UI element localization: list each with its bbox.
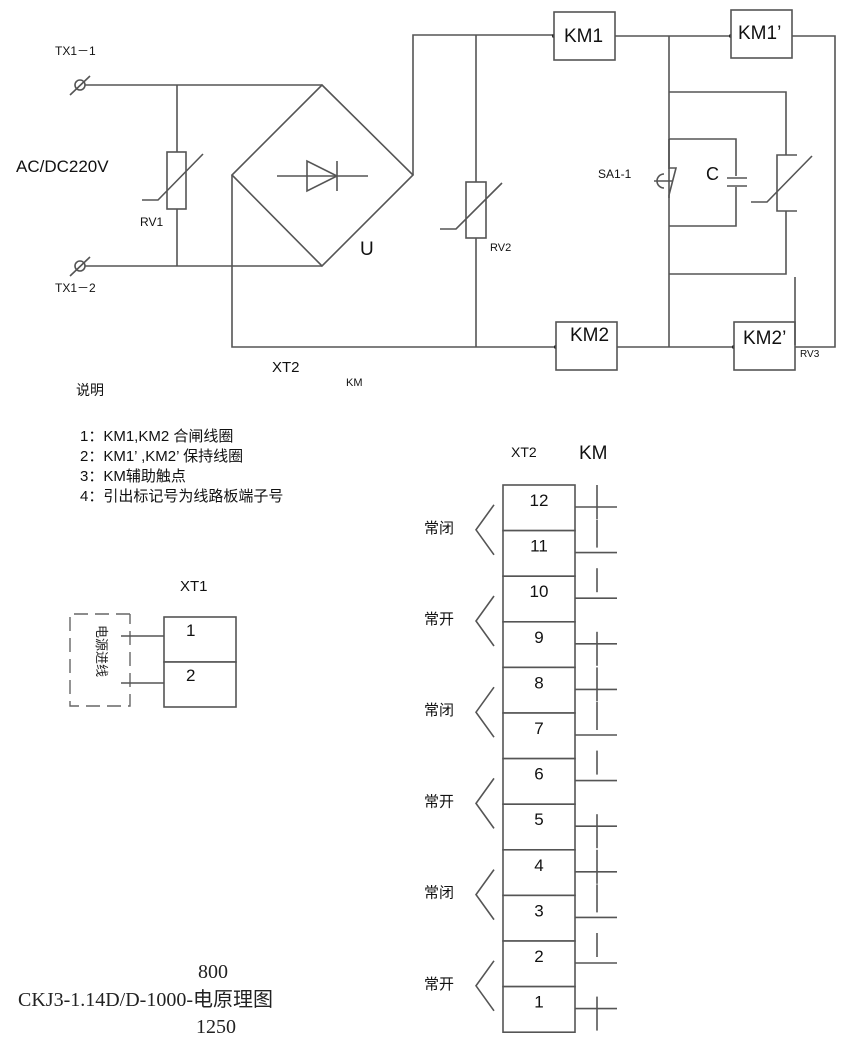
group-bracket xyxy=(475,504,495,556)
xt2-terminal xyxy=(502,985,576,1033)
xt2-terminal-label: 3 xyxy=(534,901,543,920)
label-capacitor: C xyxy=(706,164,719,184)
capacitor-c xyxy=(727,177,747,187)
coil-km2 xyxy=(555,321,618,371)
wire-dc-negative xyxy=(231,175,558,348)
label-rv1: RV1 xyxy=(140,215,163,229)
xt1-title: XT1 xyxy=(180,578,208,595)
note-item-4: 4：引出标记号为线路板端子号 xyxy=(80,487,283,505)
label-xt2-schematic: XT2 xyxy=(272,359,300,376)
contact-type-label: 常开 xyxy=(424,793,454,810)
xt2-terminal xyxy=(502,666,576,714)
label-rectifier-u: U xyxy=(360,239,374,260)
xt2-terminal-label: 1 xyxy=(534,993,543,1012)
xt2-terminal-label: 5 xyxy=(534,810,543,829)
power-input-dashed-box xyxy=(69,613,131,707)
contact-type-label: 常闭 xyxy=(424,885,454,902)
note-item-2: 2：KM1’ ,KM2’ 保持线圈 xyxy=(80,448,243,465)
xt2-terminal-label: 7 xyxy=(534,719,543,738)
xt1-terminal-1 xyxy=(163,616,237,663)
coil-km1 xyxy=(553,11,616,61)
switch-sa1-1 xyxy=(654,139,678,198)
wire-inner-loop-top xyxy=(669,138,737,176)
label-rv2: RV2 xyxy=(490,242,511,254)
contact-type-label: 常开 xyxy=(424,611,454,628)
group-bracket xyxy=(475,686,495,738)
varistor-parallel xyxy=(751,154,813,212)
contact-type-label: 常开 xyxy=(424,976,454,993)
note-item-1: 1：KM1,KM2 合闸线圈 xyxy=(80,428,233,445)
label-km2: KM2 xyxy=(570,325,609,346)
xt1-terminal-2 xyxy=(163,661,237,708)
group-bracket xyxy=(475,777,495,829)
xt2-title: XT2 xyxy=(511,444,537,460)
xt2-terminal-label: 11 xyxy=(530,537,548,556)
xt2-km-title: KM xyxy=(579,443,608,464)
xt2-terminal xyxy=(502,712,576,760)
wire-outer-loop-bottom xyxy=(669,211,787,275)
power-input-label: 电源进线 xyxy=(94,625,109,677)
varistor-rv2 xyxy=(440,35,503,347)
xt2-terminal-label: 4 xyxy=(534,856,543,875)
xt1-terminal-1-label: 1 xyxy=(186,621,195,640)
xt2-terminal-label: 2 xyxy=(534,947,543,966)
xt2-terminal xyxy=(502,940,576,988)
xt2-terminal-label: 8 xyxy=(534,673,543,692)
contact-type-label: 常闭 xyxy=(424,520,454,537)
coil-km1-hold xyxy=(730,9,793,59)
xt1-terminal-2-label: 2 xyxy=(186,666,195,685)
title-bottom-value: 1250 xyxy=(196,1016,236,1038)
coil-km2-hold xyxy=(733,321,796,371)
varistor-rv1 xyxy=(142,85,204,266)
xt2-terminal xyxy=(502,484,576,532)
xt2-terminal-label: 10 xyxy=(530,582,549,601)
contact-type-label: 常闭 xyxy=(424,702,454,719)
wire-outer-loop-top xyxy=(669,91,787,155)
group-bracket xyxy=(475,595,495,647)
note-item-3: 3：KM辅助触点 xyxy=(80,468,186,485)
group-bracket xyxy=(475,869,495,921)
label-rv3: RV3 xyxy=(800,349,820,360)
label-km-schematic: KM xyxy=(346,377,363,389)
label-tx1-1: TX1－1 xyxy=(55,44,96,58)
xt2-terminal xyxy=(502,620,576,669)
xt2-terminal-label: 9 xyxy=(534,628,543,647)
xt2-terminal-label: 6 xyxy=(534,765,543,784)
xt2-terminal xyxy=(502,529,576,577)
group-bracket xyxy=(475,960,495,1012)
label-km1-hold: KM1’ xyxy=(738,23,781,44)
xt2-terminal-rows: 12 11 10 9 8 7 6 5 4 3 2 1 xyxy=(502,484,617,1033)
title-top-value: 800 xyxy=(198,961,228,983)
label-tx1-2: TX1－2 xyxy=(55,281,96,295)
xt2-terminal-label: 12 xyxy=(530,491,549,510)
label-km1: KM1 xyxy=(564,26,603,47)
wire-right-loop xyxy=(792,35,836,348)
wire-inner-loop-bottom xyxy=(669,187,737,227)
bridge-rectifier-u xyxy=(230,83,415,268)
supply-voltage-label: AC/DC220V xyxy=(16,157,109,176)
title-main: CKJ3-1.14D/D-1000-电原理图 xyxy=(18,988,273,1011)
label-km2-hold: KM2’ xyxy=(743,328,786,349)
wire-dc-positive xyxy=(412,34,558,175)
label-switch-sa1-1: SA1-1 xyxy=(598,167,632,181)
notes-heading: 说明 xyxy=(76,382,104,398)
